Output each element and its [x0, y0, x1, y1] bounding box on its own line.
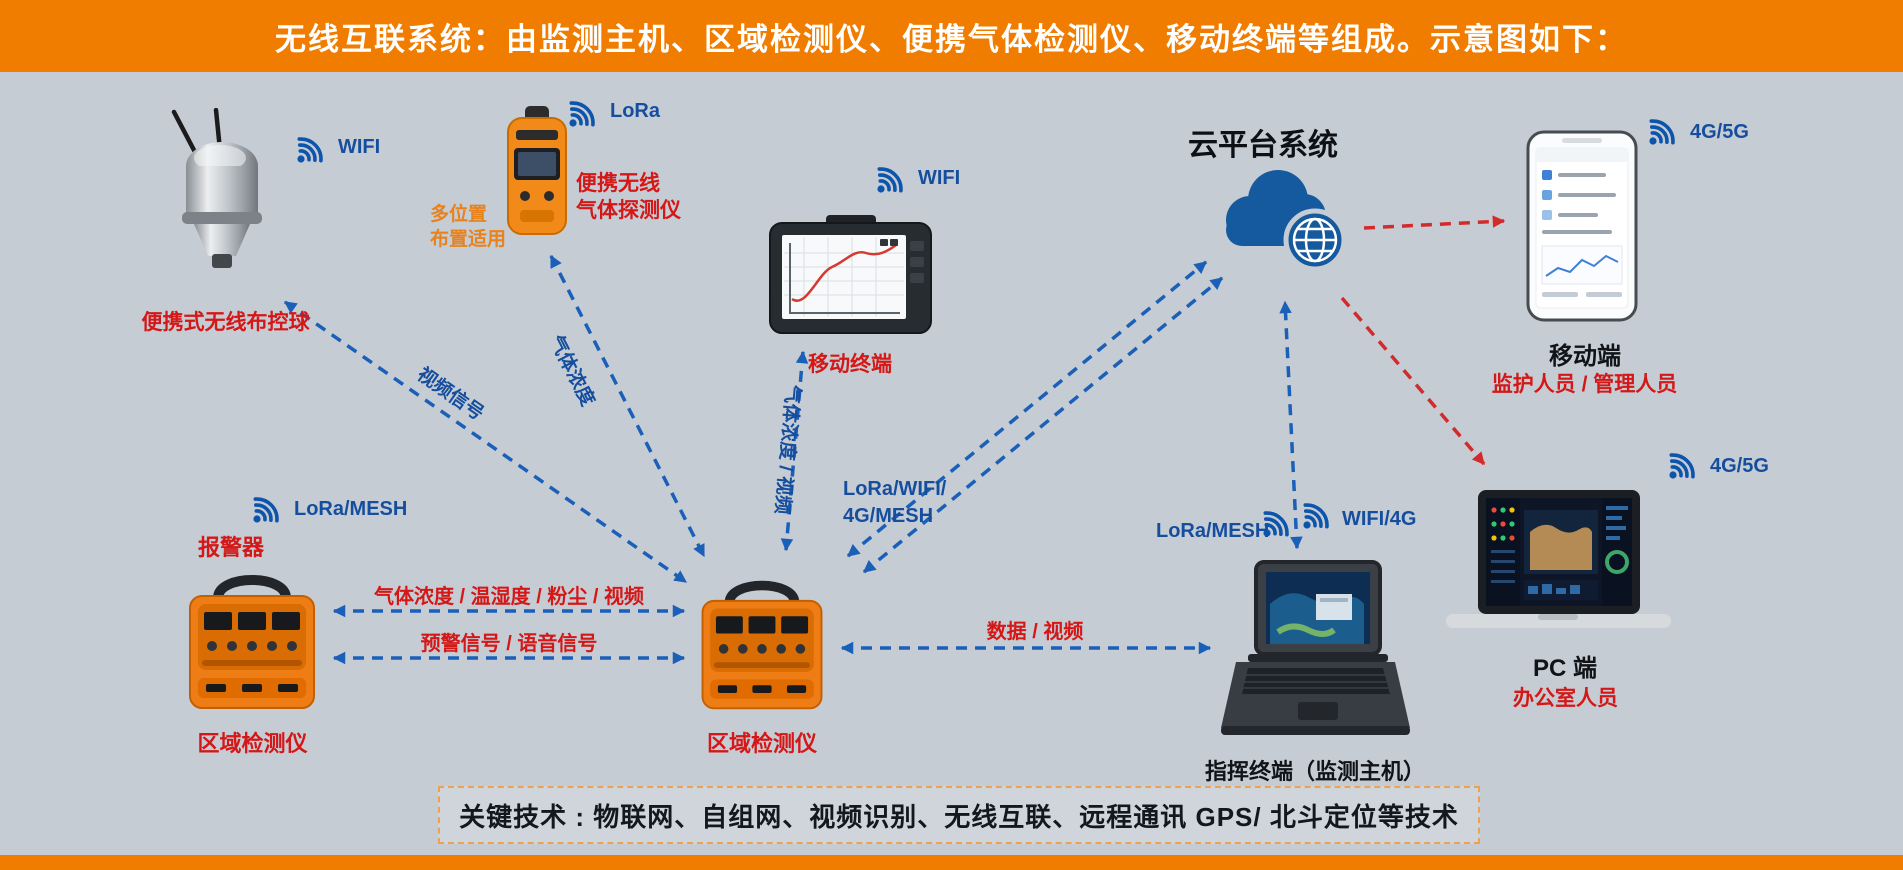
link-label-sensor-data: 气体浓度 / 温湿度 / 粉尘 / 视频: [373, 586, 644, 608]
ball-camera-signal-label: WIFI: [338, 136, 381, 158]
link-label-uplink: LoRa/WIFI/ 4G/MESH: [843, 476, 946, 530]
link-label-uplink-line1: LoRa/WIFI/: [843, 478, 947, 500]
gas-detector-name-line2: 气体探测仪: [576, 199, 681, 222]
pc-subtitle: 办公室人员: [1513, 687, 1618, 710]
mobile-terminal-label: 移动终端: [808, 353, 892, 376]
command-terminal-signal-right-label: WIFI/4G: [1342, 508, 1417, 530]
cellular-signal-icon: [1669, 453, 1695, 479]
link-gasdetector-detector: [549, 254, 706, 558]
wifi-signal-icon: [877, 167, 903, 193]
lora-mesh-signal-icon: [1263, 511, 1289, 537]
gas-detector-note-line2: 布置适用: [430, 229, 507, 250]
alarm-device-label: 区域检测仪: [197, 731, 308, 756]
link-ballcamera-detector: [283, 300, 688, 584]
link-label-gas-concentration: 气体浓度: [544, 332, 599, 410]
red-links: [1340, 215, 1506, 466]
gas-detector-note-line1: 多位置: [430, 204, 488, 225]
cellular-signal-icon: [1649, 119, 1675, 145]
banner-text: 无线互联系统：由监测主机、区域检测仪、便携气体检测仪、移动终端等组成。示意图如下…: [275, 21, 1628, 57]
gas-detector-name-line1: 便携无线: [576, 172, 660, 195]
phone-signal-label: 4G/5G: [1690, 121, 1749, 143]
key-technology-box: 关键技术 : 物联网、自组网、视频识别、无线互联、远程通讯 GPS/ 北斗定位等…: [438, 786, 1480, 844]
area-detector-illustration: [701, 580, 823, 710]
mobile-terminal-signal-label: WIFI: [918, 167, 961, 189]
alarm-tag: 报警器: [198, 535, 265, 560]
pc-signal-label: 4G/5G: [1710, 455, 1769, 477]
ball-camera-label: 便携式无线布控球: [141, 311, 310, 334]
cloud-icon: [1226, 170, 1347, 272]
command-terminal-label: 指挥终端（监测主机）: [1204, 759, 1425, 784]
command-terminal-signal-left-label: LoRa/MESH: [1156, 520, 1270, 542]
title-banner: 无线互联系统：由监测主机、区域检测仪、便携气体检测仪、移动终端等组成。示意图如下…: [0, 0, 1903, 72]
link-cloud-phone: [1363, 215, 1506, 230]
link-label-gas-video: 气体浓度 / 视频: [770, 383, 804, 515]
mobile-terminal-illustration: [769, 215, 932, 334]
command-terminal-illustration: [1221, 560, 1410, 735]
globe-icon: [1292, 217, 1338, 263]
lora-mesh-signal-icon: [253, 497, 279, 523]
ball-camera-illustration: [171, 108, 262, 268]
phone-title: 移动端: [1549, 343, 1621, 370]
gas-detector-illustration: [507, 106, 567, 235]
wifi-4g-signal-icon: [1303, 503, 1329, 529]
gas-detector-name: 便携无线 气体探测仪: [576, 170, 681, 224]
alarm-signal-label: LoRa/MESH: [294, 498, 408, 520]
pc-laptop-illustration: [1446, 490, 1671, 628]
link-label-data-video: 数据 / 视频: [986, 621, 1084, 643]
link-label-warning-signals: 预警信号 / 语音信号: [420, 633, 598, 655]
link-label-video-signal: 视频信号: [413, 364, 488, 425]
pc-title: PC 端: [1532, 655, 1597, 682]
smartphone-illustration: [1526, 130, 1638, 322]
gas-detector-signal-label: LoRa: [610, 100, 660, 122]
cloud-platform-title: 云平台系统: [1188, 129, 1338, 162]
phone-subtitle: 监护人员 / 管理人员: [1491, 373, 1678, 396]
wifi-signal-icon: [297, 137, 323, 163]
gas-detector-note: 多位置 布置适用: [430, 202, 506, 252]
bottom-accent-strip: [0, 855, 1903, 870]
alarm-device-illustration: [189, 575, 315, 709]
lora-signal-icon: [569, 101, 595, 127]
area-detector-label: 区域检测仪: [706, 731, 817, 756]
link-label-uplink-line2: 4G/MESH: [843, 505, 934, 527]
key-technology-text: 关键技术 : 物联网、自组网、视频识别、无线互联、远程通讯 GPS/ 北斗定位等…: [459, 801, 1459, 832]
